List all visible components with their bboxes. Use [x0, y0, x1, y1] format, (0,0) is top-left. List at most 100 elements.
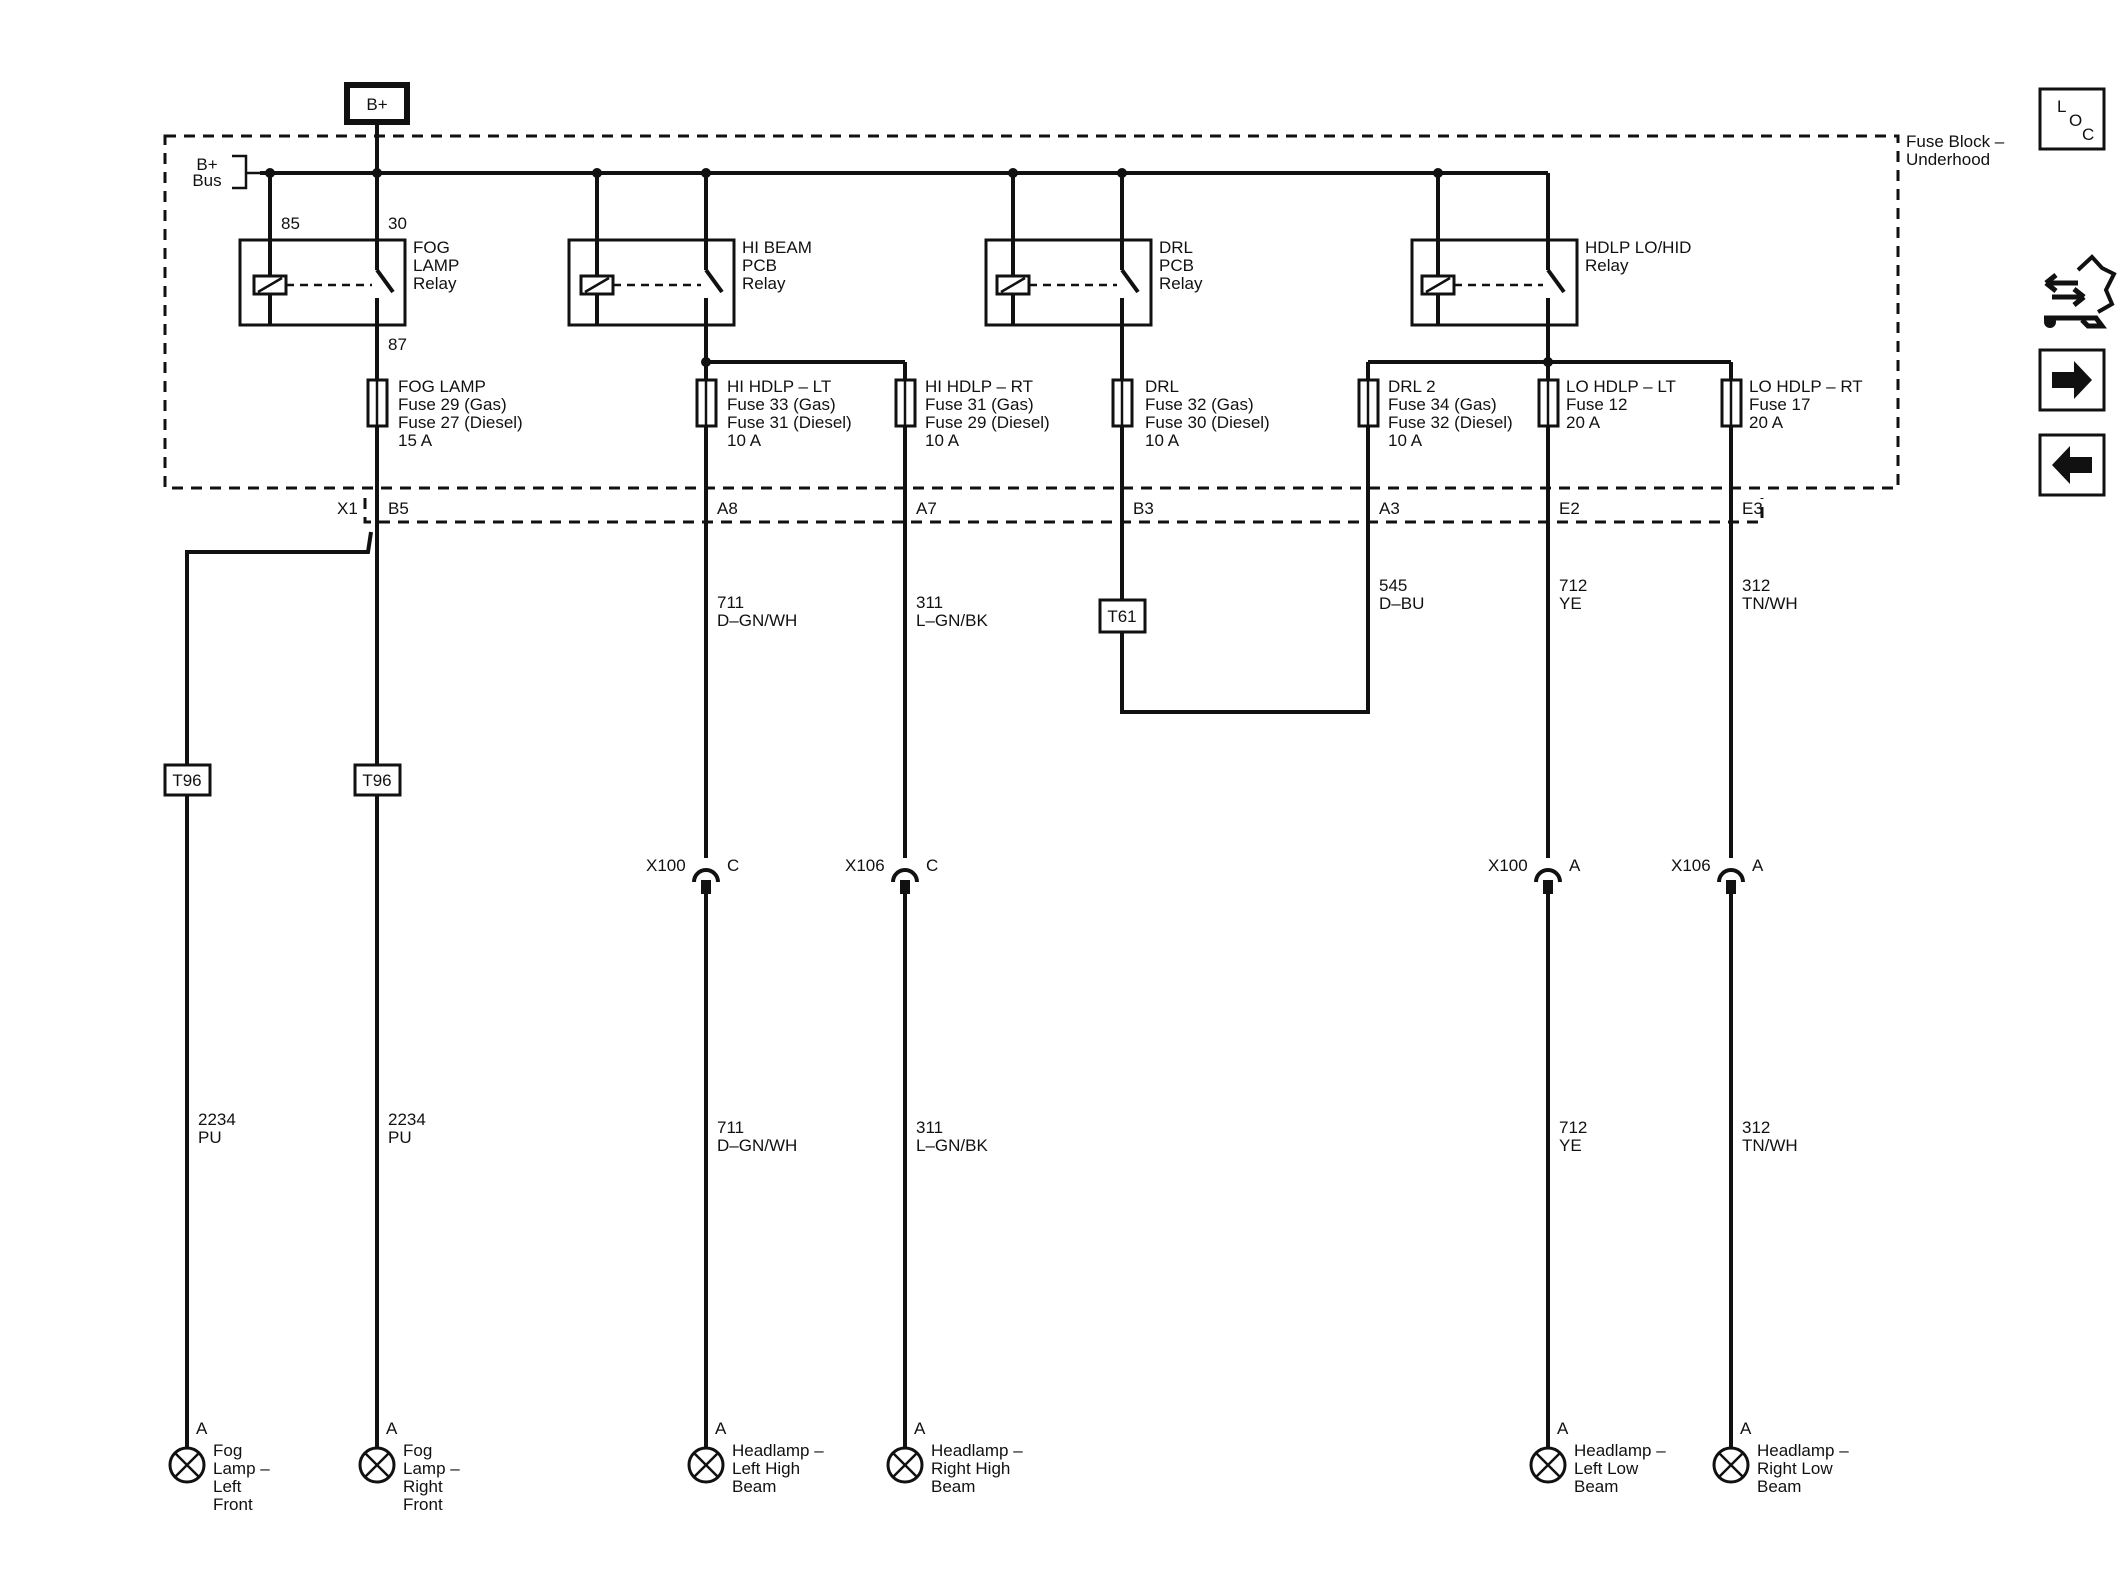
lamp-label: Fog: [403, 1441, 432, 1460]
lamp-pin: A: [196, 1419, 208, 1438]
fuse-label: Fuse 32 (Diesel): [1388, 413, 1513, 432]
pin-30: 30: [388, 214, 407, 233]
wire-labels-lower: 2234 PU 2234 PU 711 D–GN/WH 311 L–GN/BK …: [198, 1110, 1798, 1155]
lamp-label: Beam: [1574, 1477, 1618, 1496]
relay-label: LAMP: [413, 256, 459, 275]
relay-label: PCB: [742, 256, 777, 275]
inline-connector-x100-c: X100 C: [646, 856, 739, 894]
fuse-label: HI HDLP – RT: [925, 377, 1033, 396]
lamp-label: Front: [403, 1495, 443, 1514]
lamp-label: Headlamp –: [1757, 1441, 1849, 1460]
loc-letter: O: [2069, 111, 2082, 130]
relay-label: FOG: [413, 238, 450, 257]
wire-label: D–GN/WH: [717, 611, 797, 630]
relay-label: DRL: [1159, 238, 1193, 257]
fuse-hi-hdlp-rt: HI HDLP – RT Fuse 31 (Gas) Fuse 29 (Dies…: [894, 377, 1050, 450]
connector-end-view-icon[interactable]: [2044, 254, 2117, 329]
fuse-label: Fuse 12: [1566, 395, 1627, 414]
lamp-label: Fog: [213, 1441, 242, 1460]
lamp-pin: A: [1557, 1419, 1569, 1438]
fuse-label: Fuse 27 (Diesel): [398, 413, 523, 432]
next-arrow-icon[interactable]: [2038, 348, 2106, 412]
wire-label: 311: [916, 593, 943, 612]
lamp-label: Headlamp –: [931, 1441, 1023, 1460]
fuse-label: Fuse 17: [1749, 395, 1810, 414]
lamp-label: Headlamp –: [732, 1441, 824, 1460]
fuse-label: 10 A: [727, 431, 762, 450]
bus-label-2: Bus: [192, 171, 221, 190]
splice-t61: T61: [1098, 598, 1147, 634]
wire-label: 545: [1379, 576, 1407, 595]
connector-pin: A: [1752, 856, 1764, 875]
drl-relay: DRL PCB Relay: [984, 173, 1203, 327]
fuse-label: 10 A: [925, 431, 960, 450]
wire-label: D–BU: [1379, 594, 1424, 613]
fuse-label: DRL 2: [1388, 377, 1436, 396]
splice-label: T96: [362, 771, 391, 790]
lamp-label: Right High: [931, 1459, 1010, 1478]
fuse-label: Fuse 30 (Diesel): [1145, 413, 1270, 432]
wire-label: L–GN/BK: [916, 1136, 988, 1155]
previous-arrow-icon[interactable]: [2038, 433, 2106, 497]
headlamp-left-high-beam: A Headlamp – Left High Beam: [687, 1419, 824, 1496]
splice-label: T96: [172, 771, 201, 790]
wire-label: 711: [717, 593, 744, 612]
connector-pin: C: [926, 856, 938, 875]
lamp-label: Lamp –: [403, 1459, 460, 1478]
fuse-drl: DRL Fuse 32 (Gas) Fuse 30 (Diesel) 10 A: [1111, 377, 1270, 450]
connector-name: X100: [646, 856, 686, 875]
wire-label: 712: [1559, 576, 1587, 595]
relay-to-fuse-wiring: [375, 325, 1733, 380]
connector-pin: A7: [916, 499, 937, 518]
fuse-label: 10 A: [1145, 431, 1180, 450]
connector-pin: C: [727, 856, 739, 875]
headlamp-left-low-beam: A Headlamp – Left Low Beam: [1529, 1419, 1666, 1496]
connector-x1-name: X1: [337, 499, 358, 518]
fog-lamp-right-front: A Fog Lamp – Right Front: [358, 1419, 460, 1514]
fuse-hi-hdlp-lt: HI HDLP – LT Fuse 33 (Gas) Fuse 31 (Dies…: [695, 377, 852, 450]
loc-letter: C: [2082, 125, 2094, 144]
fog-lamp-relay: 85 30 87 FOG LAMP Relay: [238, 173, 459, 354]
bus-label-1: B+: [196, 155, 217, 174]
fuse-block-label-2: Underhood: [1906, 150, 1990, 169]
lamp-label: Front: [213, 1495, 253, 1514]
splice-t96-right: T96: [353, 763, 402, 797]
wire-label: 2234: [198, 1110, 236, 1129]
connector-pin: A3: [1379, 499, 1400, 518]
connector-x1-boundary: [363, 498, 1764, 524]
lamp-label: Headlamp –: [1574, 1441, 1666, 1460]
b-plus-label: B+: [366, 95, 387, 114]
relay-label: Relay: [1159, 274, 1203, 293]
wire-label: PU: [388, 1128, 412, 1147]
connector-pin: A8: [717, 499, 738, 518]
loc-button[interactable]: L O C: [2038, 87, 2106, 151]
connector-pin: A: [1569, 856, 1581, 875]
relay-label: HI BEAM: [742, 238, 812, 257]
fuse-label: Fuse 31 (Diesel): [727, 413, 852, 432]
fuse-label: DRL: [1145, 377, 1179, 396]
inline-connector-x100-a: X100 A: [1488, 856, 1581, 894]
lamp-pin: A: [386, 1419, 398, 1438]
lamp-pin: A: [715, 1419, 727, 1438]
fuse-label: Fuse 32 (Gas): [1145, 395, 1254, 414]
wire-label: 312: [1742, 1118, 1770, 1137]
pin-85: 85: [281, 214, 300, 233]
headlamp-right-low-beam: A Headlamp – Right Low Beam: [1712, 1419, 1849, 1496]
lamp-pin: A: [1740, 1419, 1752, 1438]
loc-letter: L: [2057, 97, 2066, 116]
b-plus-bus: B+ Bus: [192, 154, 1548, 190]
fuse-label: FOG LAMP: [398, 377, 486, 396]
relay-label: Relay: [413, 274, 457, 293]
fog-lamp-left-front: A Fog Lamp – Left Front: [168, 1419, 270, 1514]
relay-label: Relay: [742, 274, 786, 293]
lamp-label: Right Low: [1757, 1459, 1833, 1478]
hi-beam-relay: HI BEAM PCB Relay: [567, 173, 812, 327]
wire-label: 311: [916, 1118, 943, 1137]
wire-label: 2234: [388, 1110, 426, 1129]
pin-87: 87: [388, 335, 407, 354]
wire-label: 312: [1742, 576, 1770, 595]
relay-label: HDLP LO/HID: [1585, 238, 1691, 257]
lamp-label: Left Low: [1574, 1459, 1639, 1478]
wire-label: L–GN/BK: [916, 611, 988, 630]
